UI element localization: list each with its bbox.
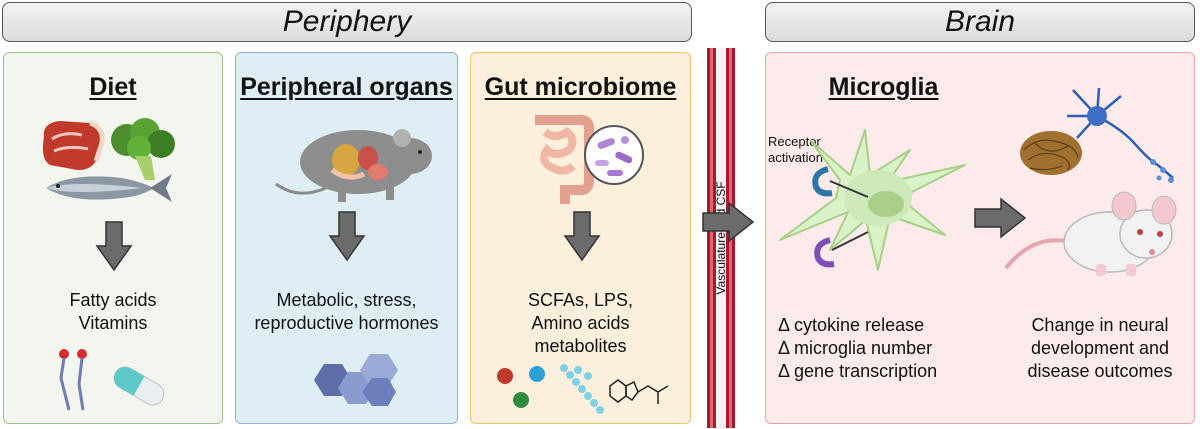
peptide-chain-icon <box>560 364 604 414</box>
receptor-label: Receptor activation <box>768 134 823 166</box>
broccoli-icon <box>111 118 175 180</box>
diet-text: Fatty acids Vitamins <box>4 289 222 335</box>
capsule-icon <box>113 366 165 406</box>
gut-line-1: SCFAs, LPS, <box>527 290 634 310</box>
outcome-line-1: Change in neural <box>1031 315 1169 335</box>
arrow-icon <box>702 201 755 243</box>
gut-text: SCFAs, LPS, Amino acids metabolites <box>471 289 690 358</box>
microglia-title: Microglia <box>828 73 939 101</box>
effect-transcription: Δ gene transcription <box>778 361 938 381</box>
mouse-organs-icon <box>275 129 432 202</box>
organs-text: Metabolic, stress, reproductive hormones <box>236 289 457 335</box>
arrow-icon <box>974 197 1027 239</box>
diet-panel: Diet Fatty acids Vitamins <box>3 52 223 424</box>
diet-line-1: Fatty acids <box>69 290 157 310</box>
receptor-icon <box>814 231 869 268</box>
diet-line-2: Vitamins <box>78 313 148 333</box>
mouse-icon <box>1004 191 1177 276</box>
intestine-icon <box>535 115 594 204</box>
brain-header: Brain <box>765 2 1195 42</box>
gut-title: Gut microbiome <box>484 73 677 101</box>
arrow-icon <box>328 211 366 262</box>
arrow-icon <box>563 211 601 262</box>
periphery-title: Periphery <box>282 5 412 38</box>
microglia-cell-icon <box>779 129 966 271</box>
outcome-line-3: disease outcomes <box>1027 361 1173 381</box>
receptor-label-line-2: activation <box>768 150 823 165</box>
effect-cytokine: Δ cytokine release <box>778 315 925 335</box>
organs-title: Peripheral organs <box>240 73 453 101</box>
microglia-effects: Δ cytokine release Δ microglia number Δ … <box>778 314 937 383</box>
organs-line-1: Metabolic, stress, <box>276 290 417 310</box>
periphery-header: Periphery <box>2 2 692 42</box>
plaque-icon <box>1020 131 1082 175</box>
gut-line-3: metabolites <box>534 336 627 356</box>
tryptophan-icon <box>609 379 669 404</box>
organs-line-2: reproductive hormones <box>254 313 439 333</box>
outcome-text: Change in neural development and disease… <box>1000 314 1200 383</box>
molecule-icon <box>497 366 545 408</box>
hexagon-hormone-icon <box>314 354 398 406</box>
bacteria-icon <box>584 125 644 185</box>
diet-title: Diet <box>89 73 137 101</box>
receptor-icon <box>812 166 869 198</box>
fish-icon <box>46 174 172 202</box>
meat-icon <box>42 120 105 170</box>
outcome-line-2: development and <box>1030 338 1170 358</box>
receptor-label-line-1: Receptor <box>768 134 821 149</box>
arrow-icon <box>95 221 133 272</box>
fatty-acid-icon <box>59 349 87 411</box>
effect-number: Δ microglia number <box>778 338 933 358</box>
gut-line-2: Amino acids <box>531 313 630 333</box>
neuron-icon <box>1067 87 1174 183</box>
brain-title: Brain <box>944 5 1016 38</box>
